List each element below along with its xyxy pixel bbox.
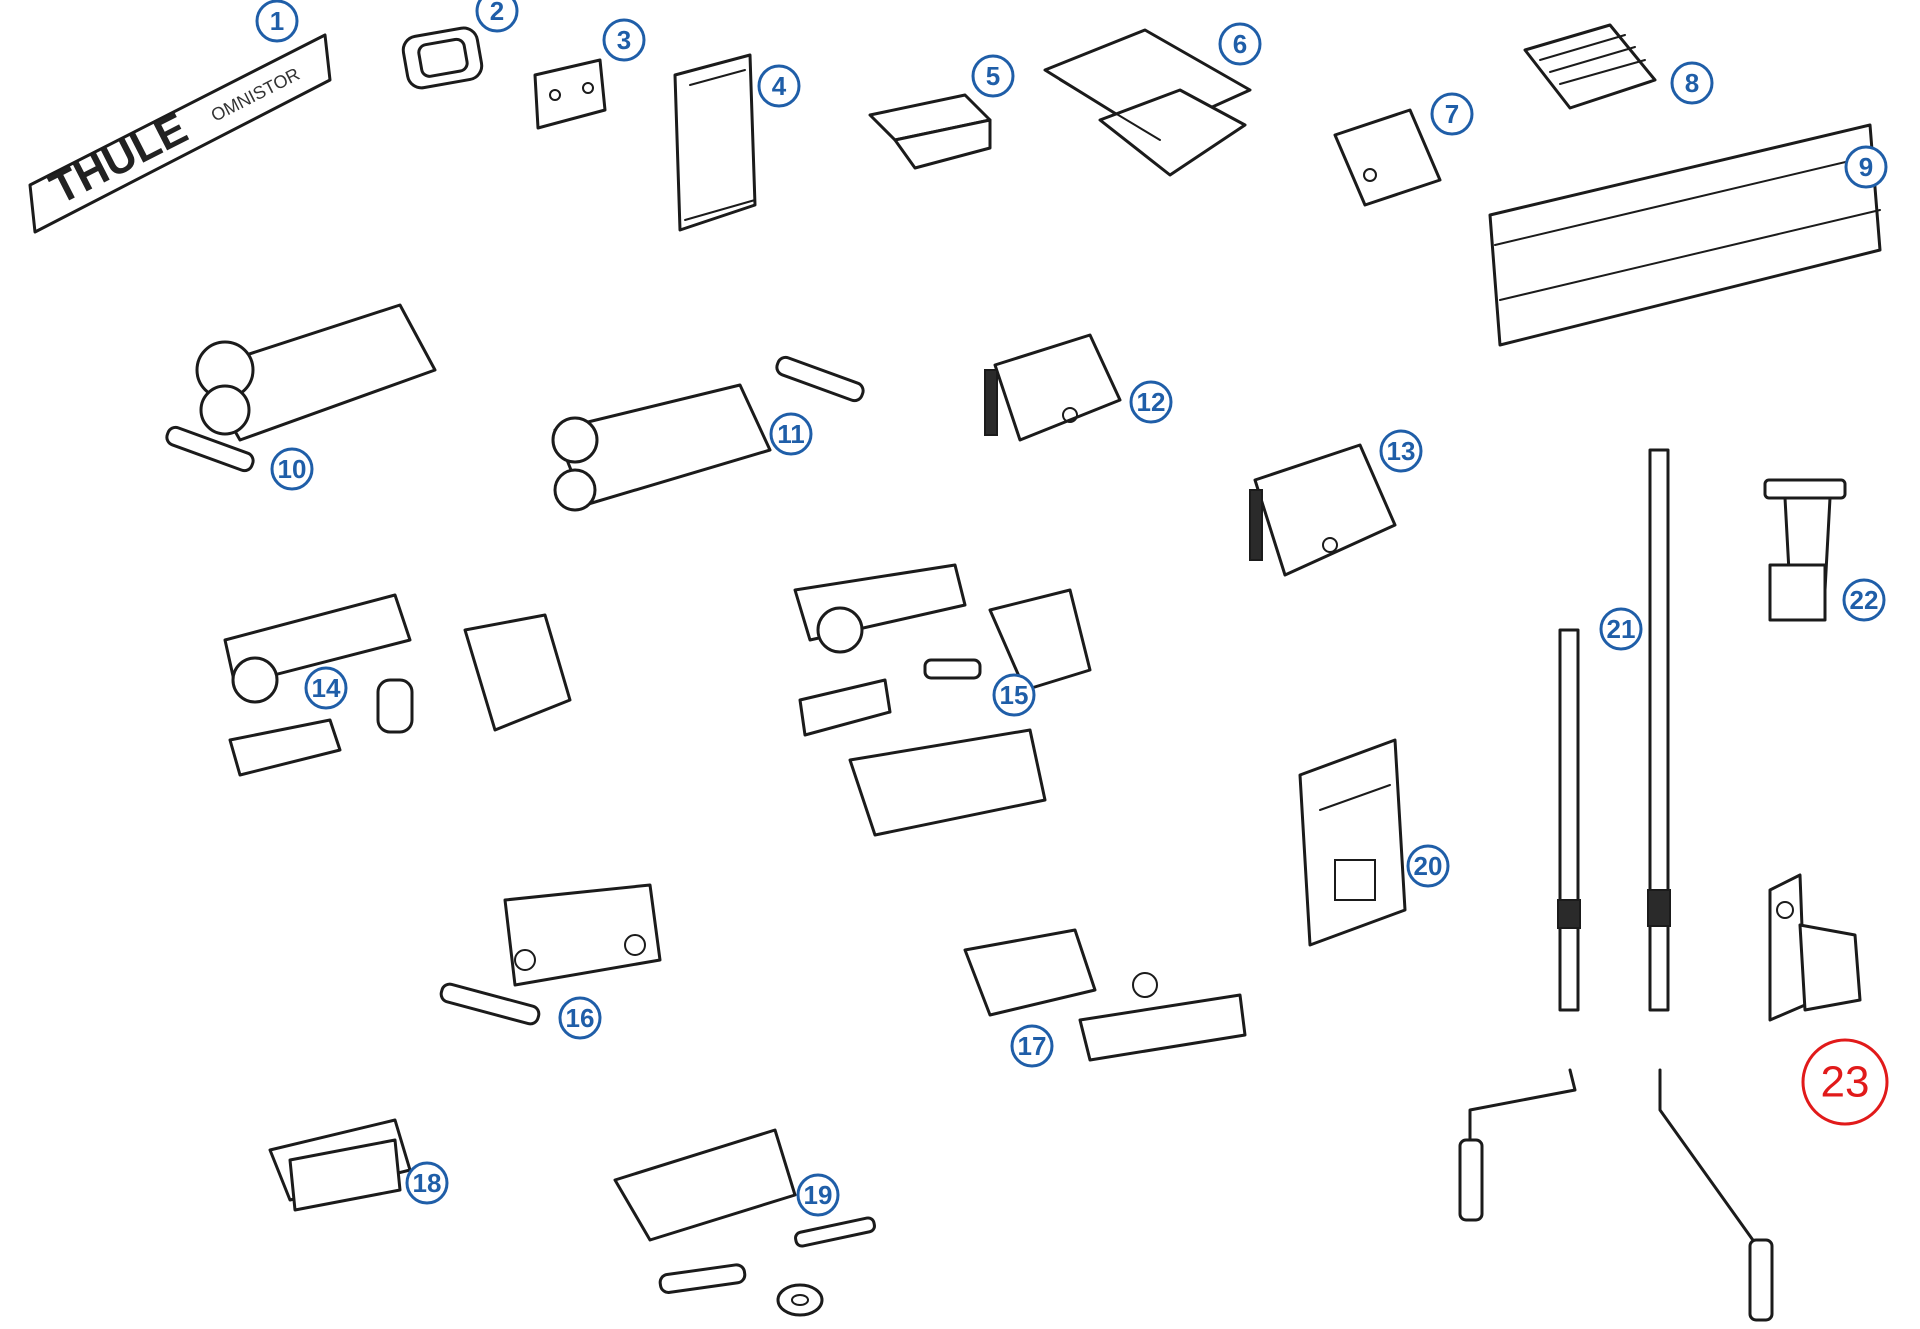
part-badge-22: 22 — [1842, 578, 1886, 622]
part-badge-label: 7 — [1445, 99, 1459, 129]
part-21-crank-handle-long — [1647, 448, 1774, 1322]
part-22-t-bracket — [1763, 478, 1847, 622]
part-badge-circle — [1430, 92, 1474, 136]
part-badge-circle — [475, 0, 519, 33]
part-3-plate — [533, 58, 607, 130]
part-badge-label: 21 — [1607, 614, 1636, 644]
highlight-badge-circle — [1801, 1038, 1889, 1126]
part-9-rail-profile — [1488, 123, 1882, 347]
part-badge-9: 9 — [1844, 145, 1888, 189]
part-badge-6: 6 — [1218, 22, 1262, 66]
part-14-arm-kit — [223, 593, 572, 777]
part-badge-circle — [304, 666, 348, 710]
part-badge-circle — [270, 447, 314, 491]
part-badge-4: 4 — [757, 64, 801, 108]
part-badge-label: 15 — [1000, 680, 1029, 710]
part-7-mount-bracket — [1333, 108, 1442, 207]
part-badge-circle — [1844, 145, 1888, 189]
part-badge-label: 18 — [413, 1168, 442, 1198]
part-badge-circle — [769, 412, 813, 456]
part-19-base-bracket — [613, 1128, 876, 1317]
part-badge-circle — [1379, 429, 1423, 473]
part-badge-label: 19 — [804, 1180, 833, 1210]
part-badge-circle — [1670, 61, 1714, 105]
logo-brand-text: THULE — [42, 104, 195, 214]
part-23-clip-bracket — [1768, 873, 1862, 1022]
part-badge-label: 13 — [1387, 436, 1416, 466]
part-13-cartridge — [1249, 443, 1397, 577]
part-badge-circle — [992, 673, 1036, 717]
part-badge-circle — [796, 1173, 840, 1217]
highlight-badge-label: 23 — [1821, 1058, 1870, 1107]
part-5-clip — [868, 93, 992, 170]
part-badge-label: 22 — [1850, 585, 1879, 615]
part-10-hinge — [165, 303, 437, 473]
part-21-crank-handle — [1458, 628, 1581, 1222]
part-badge-11: 11 — [769, 412, 813, 456]
part-badge-18: 18 — [405, 1161, 449, 1205]
part-badge-5: 5 — [971, 54, 1015, 98]
part-badge-circle — [1406, 844, 1450, 888]
part-4-bracket — [673, 53, 757, 232]
part-badge-circle — [558, 996, 602, 1040]
part-badge-label: 10 — [278, 454, 307, 484]
part-badge-circle — [602, 18, 646, 62]
part-badge-label: 2 — [490, 0, 504, 26]
part-badge-label: 5 — [986, 61, 1000, 91]
part-badge-circle — [1218, 22, 1262, 66]
part-6-frame — [1043, 28, 1252, 177]
part-badge-label: 14 — [312, 673, 341, 703]
part-badge-19: 19 — [796, 1173, 840, 1217]
part-badge-circle — [1599, 607, 1643, 651]
part-badge-label: 11 — [777, 419, 805, 449]
part-badge-circle — [757, 64, 801, 108]
part-badge-20: 20 — [1406, 844, 1450, 888]
part-badge-13: 13 — [1379, 429, 1423, 473]
part-badge-circle — [1842, 578, 1886, 622]
part-18-end-cap — [268, 1118, 412, 1212]
part-badge-label: 20 — [1414, 851, 1443, 881]
part-badge-10: 10 — [270, 447, 314, 491]
part-20-cover — [1298, 738, 1407, 947]
part-12-cartridge — [984, 333, 1122, 442]
part-2-ring — [401, 26, 484, 90]
highlight-badge-23: 23 — [1801, 1038, 1889, 1126]
part-17-pivot-set — [963, 928, 1247, 1062]
part-11-hinge — [551, 355, 865, 512]
part-badge-label: 17 — [1018, 1031, 1047, 1061]
part-16-plate — [439, 883, 662, 1026]
part-badge-1: 1 — [255, 0, 299, 43]
part-badge-16: 16 — [558, 996, 602, 1040]
part-badge-label: 6 — [1233, 29, 1247, 59]
part-badge-7: 7 — [1430, 92, 1474, 136]
part-badge-circle — [255, 0, 299, 43]
part-badge-15: 15 — [992, 673, 1036, 717]
part-badge-label: 1 — [270, 6, 284, 36]
part-badge-label: 16 — [566, 1003, 595, 1033]
part-badge-label: 9 — [1859, 152, 1873, 182]
part-badge-17: 17 — [1010, 1024, 1054, 1068]
part-8-ribbed-cap — [1523, 23, 1657, 110]
part-badge-circle — [1129, 380, 1173, 424]
part-badge-label: 8 — [1685, 68, 1699, 98]
part-badge-8: 8 — [1670, 61, 1714, 105]
part-badge-2: 2 — [475, 0, 519, 33]
part-badge-3: 3 — [602, 18, 646, 62]
part-badge-14: 14 — [304, 666, 348, 710]
part-badge-12: 12 — [1129, 380, 1173, 424]
part-badge-circle — [971, 54, 1015, 98]
part-15-arm-kit — [793, 563, 1092, 837]
part-badge-21: 21 — [1599, 607, 1643, 651]
part-badge-circle — [405, 1161, 449, 1205]
part-1-logo-plate: THULE OMNISTOR — [28, 33, 332, 234]
part-badge-circle — [1010, 1024, 1054, 1068]
part-badge-label: 12 — [1137, 387, 1166, 417]
part-badge-label: 3 — [617, 25, 631, 55]
part-badge-label: 4 — [772, 71, 787, 101]
